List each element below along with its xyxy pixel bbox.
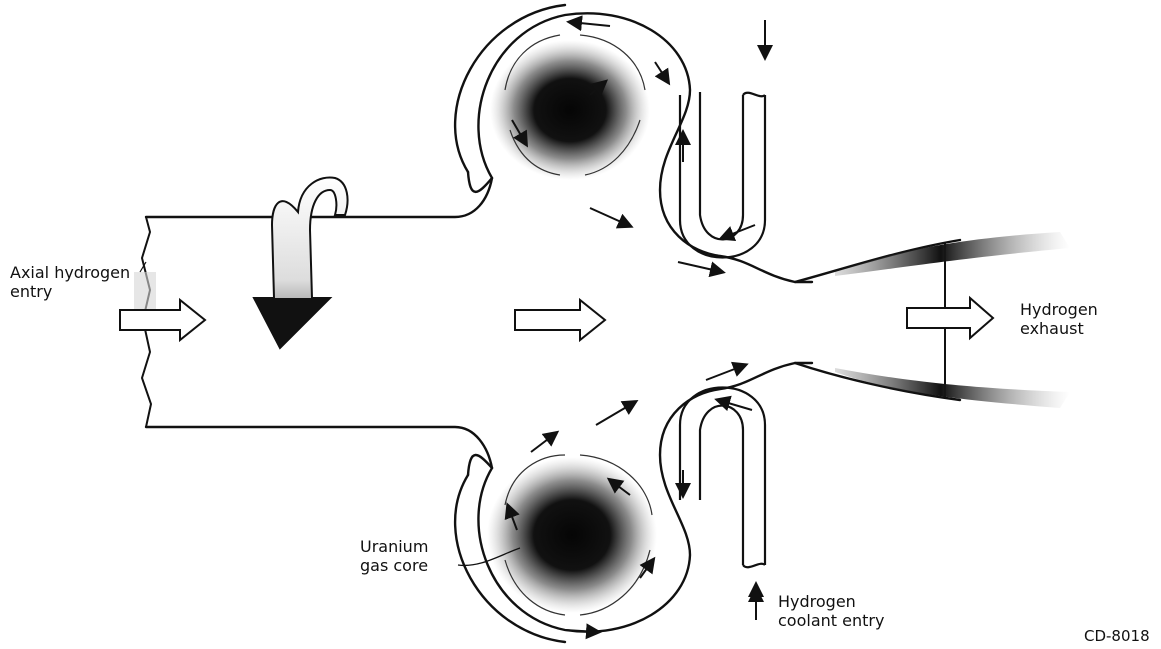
upper-uranium-core <box>490 40 650 180</box>
exhaust-plume-top <box>835 232 1070 276</box>
swirl-arrow <box>254 177 348 348</box>
hydrogen-coolant-entry-label: Hydrogen coolant entry <box>778 592 884 630</box>
figure-id: CD-8018 <box>1084 627 1150 645</box>
exhaust-plume-bottom <box>835 368 1070 408</box>
hollow-arrow-center <box>515 300 605 340</box>
hollow-arrow-exhaust <box>907 298 993 338</box>
pipe-break-shading <box>134 272 156 312</box>
axial-hydrogen-entry-label: Axial hydrogen entry <box>10 263 130 301</box>
coolant-label-line-1: Hydrogen <box>778 592 884 611</box>
uranium-gas-core-label: Uranium gas core <box>360 537 428 575</box>
hydrogen-exhaust-label: Hydrogen exhaust <box>1020 300 1098 338</box>
hollow-arrow-entry <box>120 300 205 340</box>
axial-label-line-1: Axial hydrogen <box>10 263 130 282</box>
lower-uranium-core <box>487 457 657 613</box>
core-label-line-1: Uranium <box>360 537 428 556</box>
axial-label-line-2: entry <box>10 282 130 301</box>
exhaust-label-line-1: Hydrogen <box>1020 300 1098 319</box>
core-label-line-2: gas core <box>360 556 428 575</box>
upper-coolant-tube <box>680 92 765 258</box>
exhaust-label-line-2: exhaust <box>1020 319 1098 338</box>
coolant-label-line-2: coolant entry <box>778 611 884 630</box>
lower-coolant-tube <box>680 388 765 568</box>
